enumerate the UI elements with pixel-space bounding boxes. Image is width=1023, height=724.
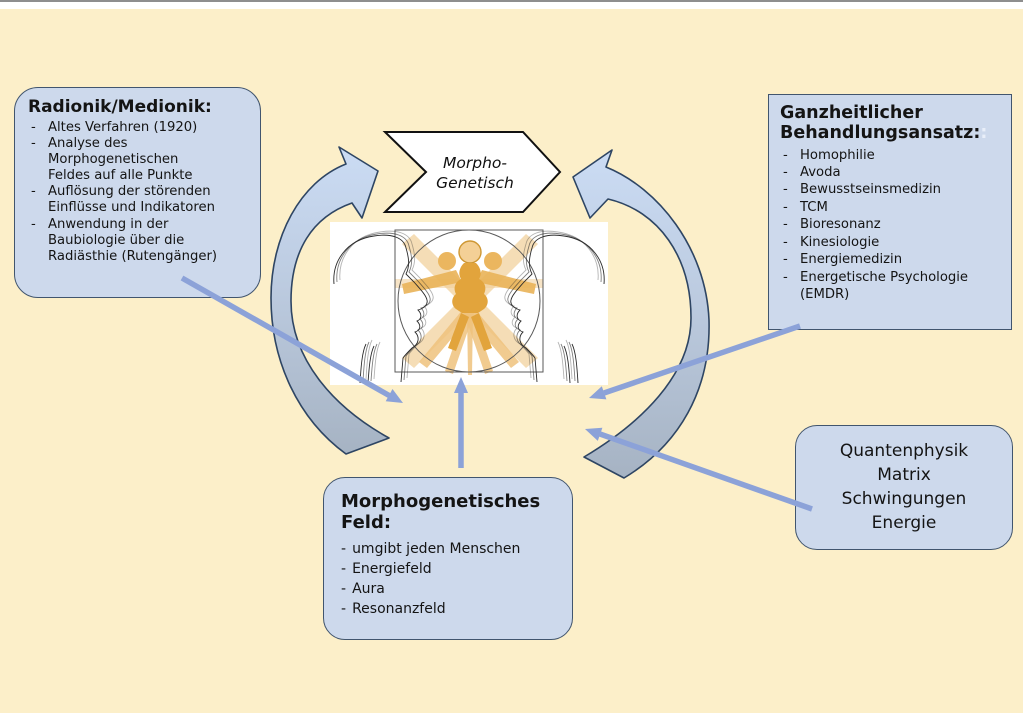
list-item-text: Energiefeld xyxy=(352,561,432,578)
list-item-text: Bioresonanz xyxy=(800,217,881,233)
arrow-feld-to-image xyxy=(454,377,468,468)
curved-arrow-right xyxy=(572,149,710,479)
title-line: Ganzheitlicher xyxy=(780,103,923,123)
list-item-text: Kinesiologie xyxy=(800,234,880,250)
list-item: - Auflösung der störenden Einflüsse und … xyxy=(28,184,254,216)
radionik-title: Radionik/Medionik: xyxy=(28,97,212,117)
bullet-dash: - xyxy=(783,217,788,233)
list-item: -TCM xyxy=(780,199,1007,216)
chevron-shape xyxy=(382,131,562,213)
arrow-radionik-to-center xyxy=(180,275,403,403)
title-text: Behandlungsansatz: xyxy=(780,123,981,144)
bullet-dash: - xyxy=(783,234,788,250)
arrow-quanten-to-center xyxy=(585,427,813,512)
list-item-text: Avoda xyxy=(800,165,841,181)
top-border-line xyxy=(0,0,1023,2)
bullet-dash: - xyxy=(31,216,36,232)
quanten-line: Energie xyxy=(871,513,937,534)
bullet-dash: - xyxy=(783,182,788,198)
quanten-line: Matrix xyxy=(877,465,931,486)
list-item: -Energiefeld xyxy=(341,560,566,580)
list-item: -Bewusstseinsmedizin xyxy=(780,181,1007,198)
feld-items: -umgibt jeden Menschen -Energiefeld -Aur… xyxy=(341,540,566,620)
arrow-ganzheitlich-to-center xyxy=(589,323,801,400)
list-item: -Kinesiologie xyxy=(780,234,1007,251)
list-item-text: Anwendung in der Baubiologie über die Ra… xyxy=(48,216,218,264)
list-item: - Altes Verfahren (1920) xyxy=(28,120,254,136)
list-item-text: Auflösung der störenden Einflüsse und In… xyxy=(48,184,215,216)
quanten-line: Schwingungen xyxy=(841,489,967,510)
list-item-text: Analyse des Morphogenetischen Feldes auf… xyxy=(48,136,193,184)
bullet-dash: - xyxy=(341,601,347,617)
quantenphysik-box: Quantenphysik Matrix Schwingungen Energi… xyxy=(795,425,1013,550)
bullet-dash: - xyxy=(783,199,788,215)
ganzheitlicher-title: Ganzheitlicher Behandlungsansatz:: xyxy=(780,103,1007,144)
bullet-dash: - xyxy=(31,184,36,200)
bullet-dash: - xyxy=(341,581,347,598)
list-item: -Avoda xyxy=(780,164,1007,181)
list-item: -umgibt jeden Menschen xyxy=(341,540,566,560)
bullet-dash: - xyxy=(31,120,36,135)
sun-figure xyxy=(438,240,502,351)
chevron-label-line1: Morpho- xyxy=(443,154,507,172)
bullet-dash: - xyxy=(783,269,788,285)
radionik-box: Radionik/Medionik: - Altes Verfahren (19… xyxy=(14,87,261,298)
morphogenetisches-feld-box: Morphogenetisches Feld: -umgibt jeden Me… xyxy=(323,477,573,640)
list-item-text: Altes Verfahren (1920) xyxy=(48,120,198,135)
list-item-text: Energiemedizin xyxy=(800,252,903,268)
list-item: -Homophilie xyxy=(780,147,1007,164)
quanten-line: Quantenphysik xyxy=(839,441,969,461)
radionik-items: - Altes Verfahren (1920) - Analyse des M… xyxy=(28,120,254,265)
bullet-dash: - xyxy=(341,541,347,558)
list-item: -Energetische Psychologie (EMDR) xyxy=(780,269,1007,304)
bullet-dash: - xyxy=(783,165,788,181)
list-item-text: Homophilie xyxy=(800,147,875,163)
list-item-text: Bewusstseinsmedizin xyxy=(800,182,942,198)
ganzheitlicher-items: -Homophilie -Avoda -Bewusstseinsmedizin … xyxy=(780,147,1007,304)
list-item: -Bioresonanz xyxy=(780,216,1007,233)
morpho-chevron: Morpho- Genetisch xyxy=(382,131,562,213)
bullet-dash: - xyxy=(31,136,36,152)
chevron-label-line2: Genetisch xyxy=(436,174,514,192)
faint-colon: : xyxy=(980,123,988,144)
list-item-text: Energetische Psychologie (EMDR) xyxy=(800,269,969,302)
feld-title: Morphogenetisches Feld: xyxy=(341,491,541,533)
curved-arrow-left xyxy=(270,146,390,455)
bullet-dash: - xyxy=(783,147,788,163)
ganzheitlicher-box: Ganzheitlicher Behandlungsansatz:: -Homo… xyxy=(768,94,1012,330)
list-item-text: TCM xyxy=(800,199,828,215)
bullet-dash: - xyxy=(783,252,788,268)
list-item-text: umgibt jeden Menschen xyxy=(352,541,521,558)
title-line: Behandlungsansatz:: xyxy=(780,123,1007,143)
list-item: -Resonanzfeld xyxy=(341,600,566,620)
list-item: - Analyse des Morphogenetischen Feldes a… xyxy=(28,136,254,184)
list-item-text: Resonanzfeld xyxy=(352,601,446,617)
bullet-dash: - xyxy=(341,561,347,578)
faces-figure-image xyxy=(330,222,608,385)
list-item: - Anwendung in der Baubiologie über die … xyxy=(28,217,254,265)
list-item: -Aura xyxy=(341,580,566,600)
list-item-text: Aura xyxy=(352,581,385,598)
circle-outline xyxy=(397,229,541,373)
list-item: -Energiemedizin xyxy=(780,251,1007,268)
